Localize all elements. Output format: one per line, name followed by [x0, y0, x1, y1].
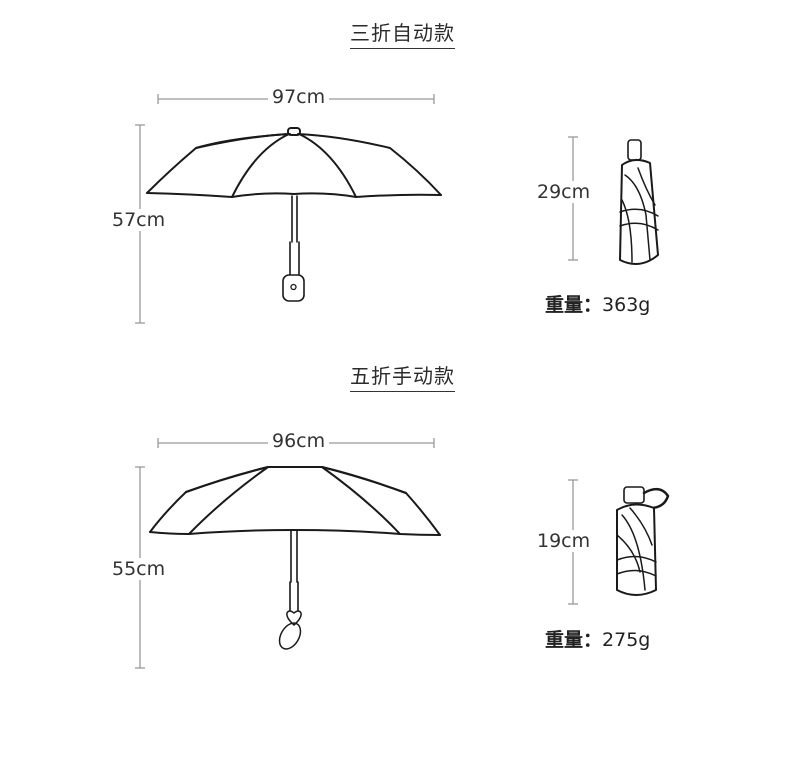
weight-value-1: 363g [602, 294, 651, 316]
open-width-label-1: 97cm [268, 86, 330, 108]
folded-length-label-1: 29cm [533, 181, 595, 203]
open-umbrella-manual [149, 466, 441, 650]
folded-umbrella-manual [616, 486, 670, 596]
weight-value-2: 275g [602, 629, 651, 651]
open-height-label-2: 55cm [108, 558, 170, 580]
model-title-1: 三折自动款 [350, 17, 455, 49]
weight-text-1: 重量：363g [545, 290, 650, 317]
model-title-2: 五折手动款 [350, 360, 455, 392]
open-width-label-2: 96cm [268, 430, 330, 452]
weight-label-2: 重量： [545, 629, 603, 651]
open-height-label-1: 57cm [108, 209, 170, 231]
weight-text-2: 重量：275g [545, 625, 650, 652]
folded-length-label-2: 19cm [533, 530, 595, 552]
open-umbrella-auto [146, 127, 442, 302]
folded-umbrella-auto [619, 139, 659, 265]
weight-label-1: 重量： [545, 294, 603, 316]
